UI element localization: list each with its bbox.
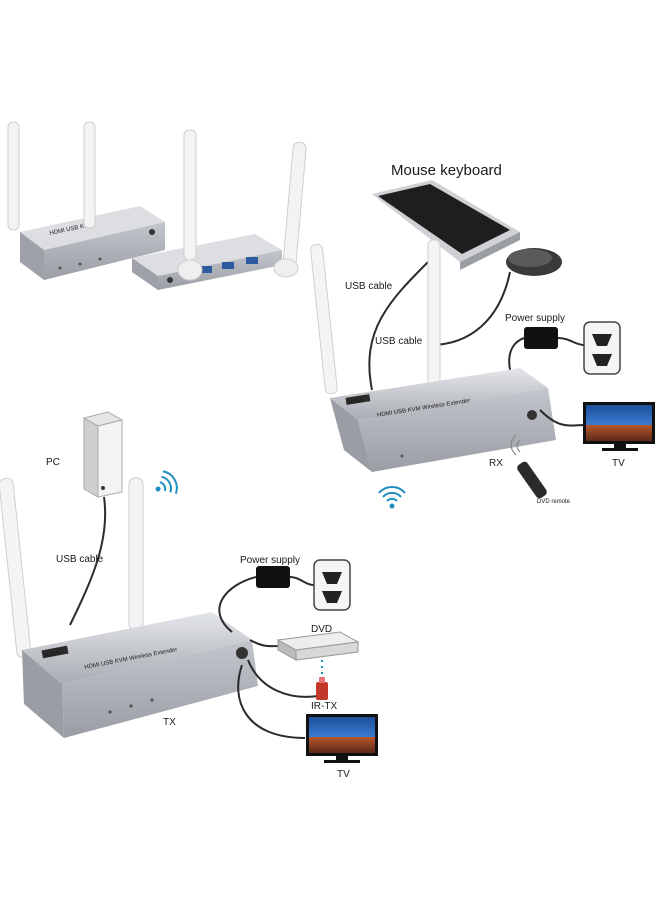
pc-label: PC bbox=[46, 457, 60, 468]
power-outlet-icon bbox=[583, 321, 621, 375]
tx-transmitter-device: HDMI HDMI USB KVM Wireless Extender bbox=[0, 477, 258, 738]
power-supply-label-tx: Power supply bbox=[240, 555, 300, 566]
dvd-label: DVD bbox=[311, 624, 332, 635]
power-adapter-icon bbox=[218, 566, 315, 633]
product-photo: HDMI USB KVM bbox=[7, 121, 307, 290]
usb-cable-mouse bbox=[429, 271, 511, 346]
wifi-icon bbox=[155, 470, 178, 495]
hdmi-cable-dvd bbox=[249, 639, 281, 648]
ir-tx-cable bbox=[247, 659, 319, 698]
usb-cable-pc bbox=[69, 496, 107, 626]
tx-label: TX bbox=[163, 717, 176, 728]
rx-section: Mouse keyboard USB cable USB cable Power… bbox=[310, 162, 655, 509]
product-antenna bbox=[177, 129, 307, 281]
usb-cable-label-tx: USB cable bbox=[56, 554, 104, 565]
tv-icon bbox=[583, 402, 655, 451]
usb-cable-label-2: USB cable bbox=[375, 336, 423, 347]
usb-cable-label-1: USB cable bbox=[345, 281, 393, 292]
power-supply-label: Power supply bbox=[505, 313, 565, 324]
rx-label: RX bbox=[489, 458, 503, 469]
keyboard-icon bbox=[372, 180, 520, 270]
product-unit-back: HDMI USB KVM bbox=[20, 206, 165, 280]
ir-transmitter-icon bbox=[316, 677, 328, 700]
tv-icon bbox=[306, 714, 378, 763]
usb-cable-keyboard bbox=[368, 259, 431, 391]
ir-tx-label: IR-TX bbox=[311, 701, 337, 712]
tv-label-tx: TV bbox=[337, 769, 350, 780]
rx-receiver-device: HDMI HDMI USB KVM Wireless Extender bbox=[310, 239, 556, 472]
hdmi-cable-rx-tv bbox=[539, 409, 586, 427]
remote-control-icon bbox=[510, 434, 547, 499]
pc-tower-icon bbox=[82, 411, 124, 498]
dvd-player-icon bbox=[276, 631, 360, 661]
tv-label-rx: TV bbox=[612, 458, 625, 469]
dvd-remote-label: DVD remote bbox=[537, 499, 571, 505]
wifi-icon bbox=[378, 486, 406, 509]
tx-brand-text: HDMI bbox=[44, 650, 61, 659]
tx-section: PC USB cable HDMI HDMI USB KVM Wireless … bbox=[0, 411, 378, 780]
power-outlet-icon bbox=[313, 559, 351, 611]
hdmi-cable-tx-tv bbox=[237, 664, 306, 739]
rx-brand-text: HDMI bbox=[348, 398, 364, 406]
mouse-keyboard-label: Mouse keyboard bbox=[391, 162, 502, 179]
product-antenna bbox=[7, 121, 96, 231]
mouse-icon bbox=[506, 248, 562, 276]
